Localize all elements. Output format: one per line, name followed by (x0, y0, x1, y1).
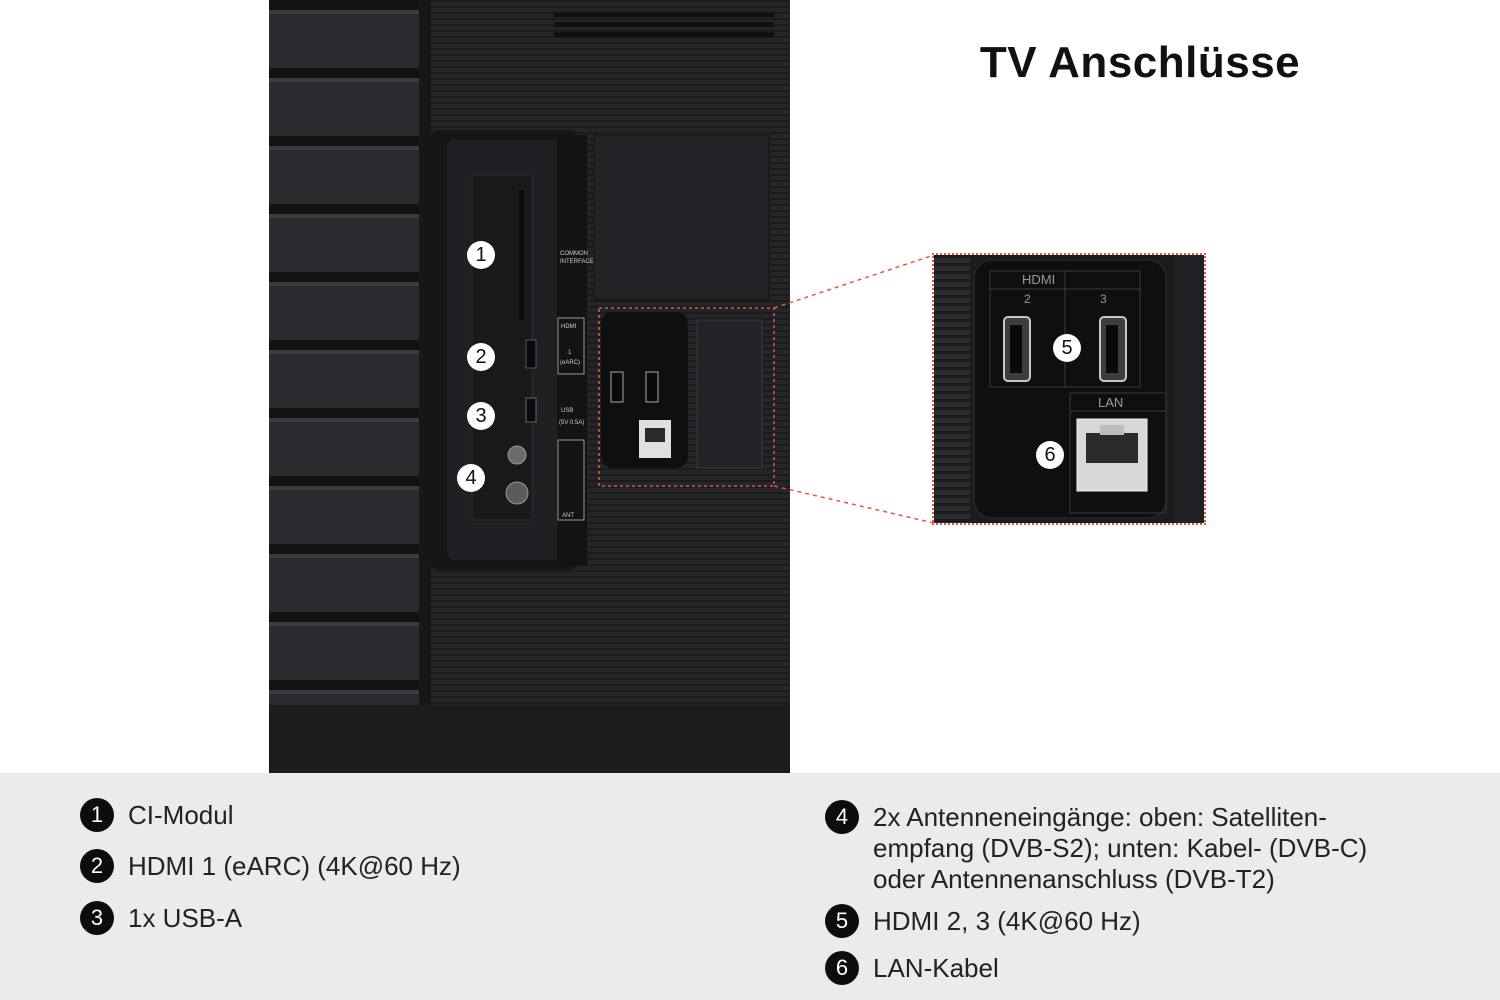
svg-text:INTERFACE: INTERFACE (560, 259, 594, 265)
zoom-lan-label: LAN (1098, 395, 1123, 410)
legend-item-1: 1 CI-Modul (80, 798, 680, 832)
legend-item-6: 6 LAN-Kabel (825, 951, 1465, 985)
legend-number-2: 2 (80, 849, 114, 883)
svg-text:2: 2 (1024, 292, 1031, 306)
legend-number-4: 4 (825, 800, 859, 834)
legend-item-3: 3 1x USB-A (80, 901, 680, 935)
legend-text-6: LAN-Kabel (873, 953, 999, 983)
svg-text:1: 1 (568, 350, 572, 356)
svg-text:ANT: ANT (562, 513, 574, 519)
photo-marker-1: 1 (467, 241, 495, 269)
legend-text-1: CI-Modul (128, 800, 234, 830)
legend-number-6: 6 (825, 951, 859, 985)
legend-text-5: HDMI 2, 3 (4K@60 Hz) (873, 906, 1141, 936)
legend-text-4: 2x Antenneneingänge: oben: Satelliten- e… (873, 802, 1368, 894)
legend-text-2: HDMI 1 (eARC) (4K@60 Hz) (128, 851, 461, 881)
legend-number-1: 1 (80, 798, 114, 832)
photo-marker-3: 3 (467, 402, 495, 430)
legend-number-3: 3 (80, 901, 114, 935)
tv-back-photo: COMMON INTERFACE HDMI 1 (eARC) USB (5V 0… (269, 0, 790, 773)
svg-text:HDMI: HDMI (561, 324, 577, 330)
page-title: TV Anschlüsse (979, 38, 1301, 87)
svg-text:USB: USB (561, 408, 573, 414)
legend-text-3: 1x USB-A (128, 903, 243, 933)
svg-text:(5V 0.5A): (5V 0.5A) (559, 420, 584, 426)
vent-grille (554, 12, 774, 37)
legend-item-2: 2 HDMI 1 (eARC) (4K@60 Hz) (80, 849, 680, 883)
legend-item-4: 4 2x Antenneneingänge: oben: Satelliten-… (825, 800, 1465, 895)
svg-text:(eARC): (eARC) (560, 360, 580, 366)
photo-marker-4: 4 (457, 464, 485, 492)
zoom-marker-6: 6 (1036, 441, 1064, 469)
zoom-hdmi-label: HDMI (1022, 272, 1055, 287)
legend-panel: 1 CI-Modul 2 HDMI 1 (eARC) (4K@60 Hz) 3 … (0, 773, 1500, 1000)
legend-number-5: 5 (825, 904, 859, 938)
legend-item-5: 5 HDMI 2, 3 (4K@60 Hz) (825, 904, 1465, 938)
zoom-inset: HDMI 2 3 LAN (932, 253, 1206, 525)
photo-marker-2: 2 (467, 343, 495, 371)
svg-text:3: 3 (1100, 292, 1107, 306)
zoom-marker-5: 5 (1053, 334, 1081, 362)
common-interface-label: COMMON (560, 251, 588, 257)
